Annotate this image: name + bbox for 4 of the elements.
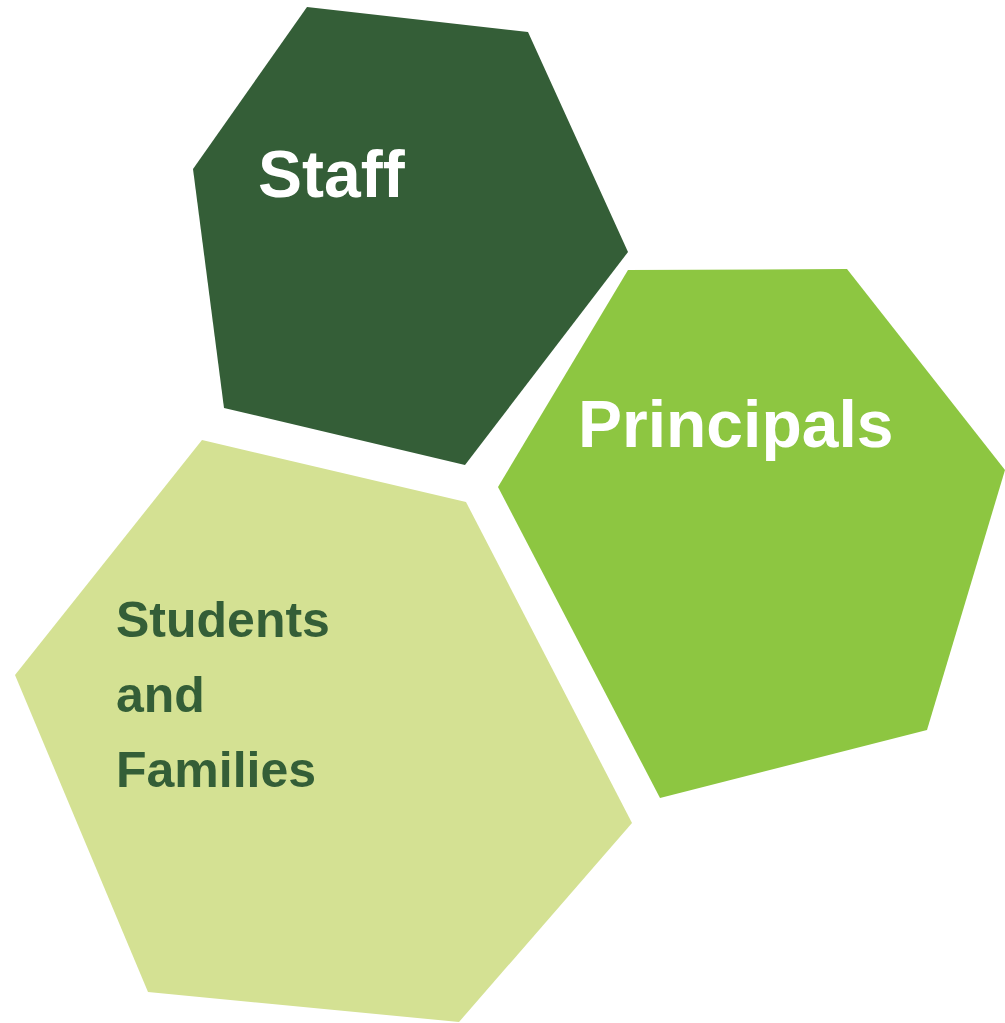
node-label: Students and Families [116,591,331,800]
node-label: Principals [578,386,894,463]
hexagon-shape [498,269,1005,798]
node-label: Staff [258,136,405,213]
